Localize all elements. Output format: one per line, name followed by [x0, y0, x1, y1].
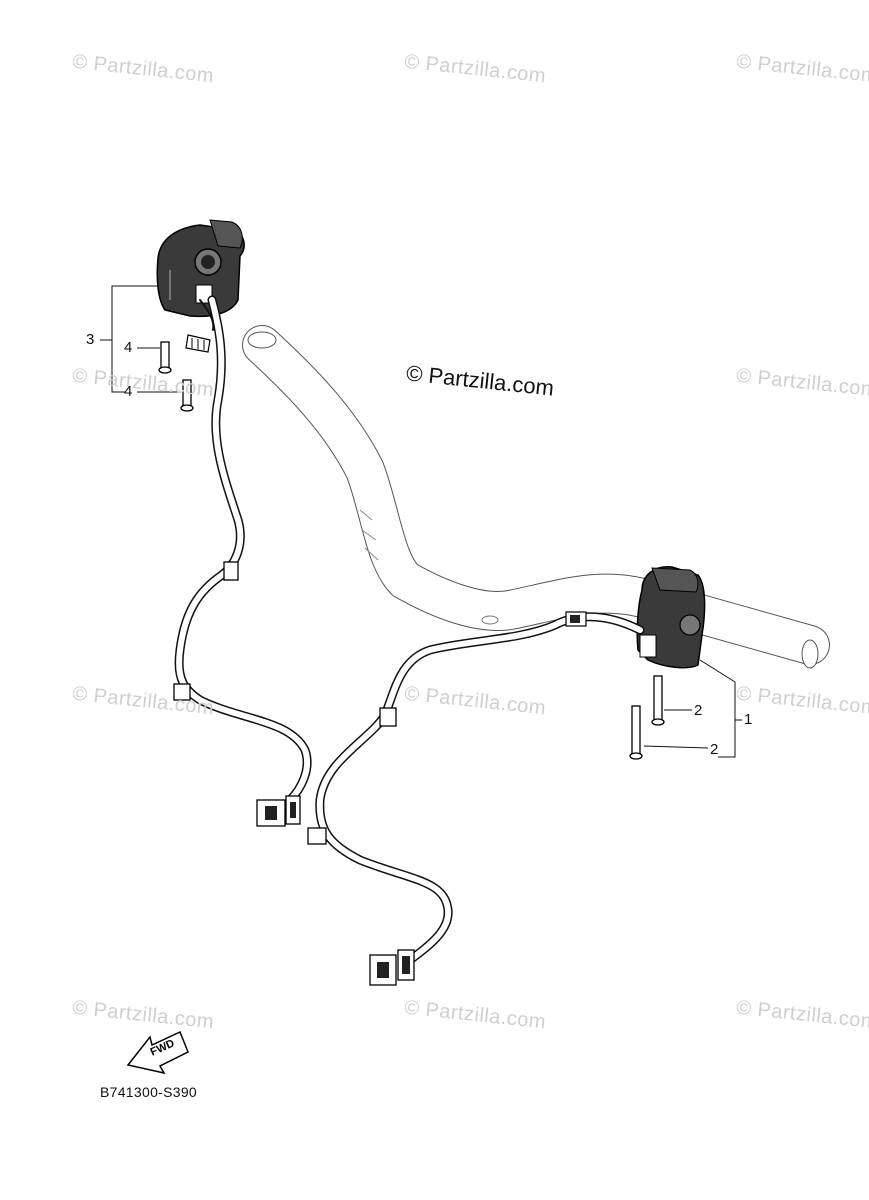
- left-screw-lower: [180, 379, 194, 412]
- right-harness-clamp-1: [379, 707, 397, 727]
- left-harness-clamp-2: [173, 683, 191, 701]
- left-harness-connector: [256, 795, 301, 827]
- diagram-code: B741300-S390: [100, 1084, 198, 1100]
- callout-1: 1: [744, 711, 753, 728]
- left-screw-upper: [158, 341, 172, 374]
- right-harness-clamp-2: [307, 827, 327, 845]
- callout-2-upper: 2: [694, 702, 703, 719]
- right-screw-lower: [629, 705, 643, 760]
- right-harness-small-connector: [565, 611, 587, 627]
- left-harness-clamp-1: [223, 561, 239, 581]
- callout-4-upper: 4: [124, 339, 133, 356]
- left-connector-small: [185, 334, 211, 353]
- right-screw-upper: [651, 675, 665, 726]
- handlebar: [242, 325, 830, 669]
- left-wire-harness: [174, 295, 312, 805]
- callout-4-lower: 4: [124, 383, 133, 400]
- callout-3: 3: [86, 331, 95, 348]
- callout-leaders: [100, 285, 742, 758]
- right-handlebar-switch: [636, 566, 706, 669]
- left-handlebar-switch: [156, 219, 245, 318]
- right-wire-harness: [315, 612, 645, 965]
- right-harness-connector: [369, 949, 415, 986]
- fwd-arrow-icon: [126, 1030, 189, 1075]
- callout-2-lower: 2: [710, 741, 719, 758]
